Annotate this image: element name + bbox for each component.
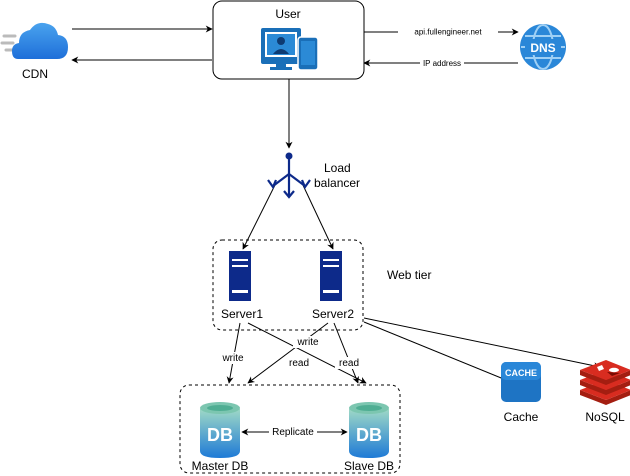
cdn-node: CDN (0, 22, 68, 81)
master-db-label: Master DB (192, 459, 249, 473)
dns-globe-icon: DNS (520, 24, 566, 70)
edge-label-read-1: read (289, 358, 309, 369)
redis-icon (580, 360, 630, 405)
server1-label: Server1 (221, 307, 263, 321)
dns-icon-text: DNS (530, 41, 555, 55)
server2-label: Server2 (312, 307, 354, 321)
database-icon: DB (349, 402, 389, 458)
edge-label-write-1: write (221, 353, 244, 364)
slave-db-label: Slave DB (344, 459, 394, 473)
edge-label-ip: IP address (423, 59, 461, 68)
cache-label: Cache (504, 410, 539, 424)
edge-label-read-2: read (339, 358, 359, 369)
lb-label-line2: balancer (314, 176, 360, 190)
dns-node: DNS (520, 24, 566, 70)
master-db-icon-text: DB (207, 425, 233, 445)
slave-db-icon-text: DB (356, 425, 382, 445)
edge-label-write-2: write (296, 337, 319, 348)
edge-server2-to-cache (363, 321, 512, 383)
load-balancer-icon (267, 152, 311, 199)
edge-server2-write-master (247, 322, 329, 384)
edge-lb-to-server1 (242, 182, 277, 250)
edge-server2-read-slave (333, 322, 359, 384)
cache-icon-text: CACHE (505, 368, 537, 378)
db-tier-group: DB Master DB DB Slave DB (179, 384, 401, 474)
server-icon (320, 251, 342, 301)
load-balancer-node: Load balancer (267, 152, 360, 199)
user-label: User (275, 7, 300, 21)
lb-label-line1: Load (324, 161, 351, 175)
server-icon (229, 251, 251, 301)
edge-lb-to-server2 (301, 182, 334, 250)
edge-server2-to-nosql (363, 317, 601, 370)
edge-server1-read-slave (247, 322, 367, 384)
web-tier-label: Web tier (387, 268, 431, 282)
database-icon: DB (200, 402, 240, 458)
edge-label-replicate: Replicate (272, 427, 314, 438)
web-tier-group: Web tier Server1 Server2 (212, 239, 431, 331)
nosql-label: NoSQL (585, 410, 625, 424)
cdn-label: CDN (22, 67, 48, 81)
cache-icon: CACHE (501, 362, 541, 402)
cloud-icon (0, 22, 68, 59)
user-devices-icon (261, 28, 319, 71)
edge-label-api: api.fullengineer.net (414, 28, 482, 37)
cache-node: CACHE Cache (501, 362, 541, 424)
nosql-node: NoSQL (580, 360, 630, 424)
user-node: User (212, 0, 365, 80)
